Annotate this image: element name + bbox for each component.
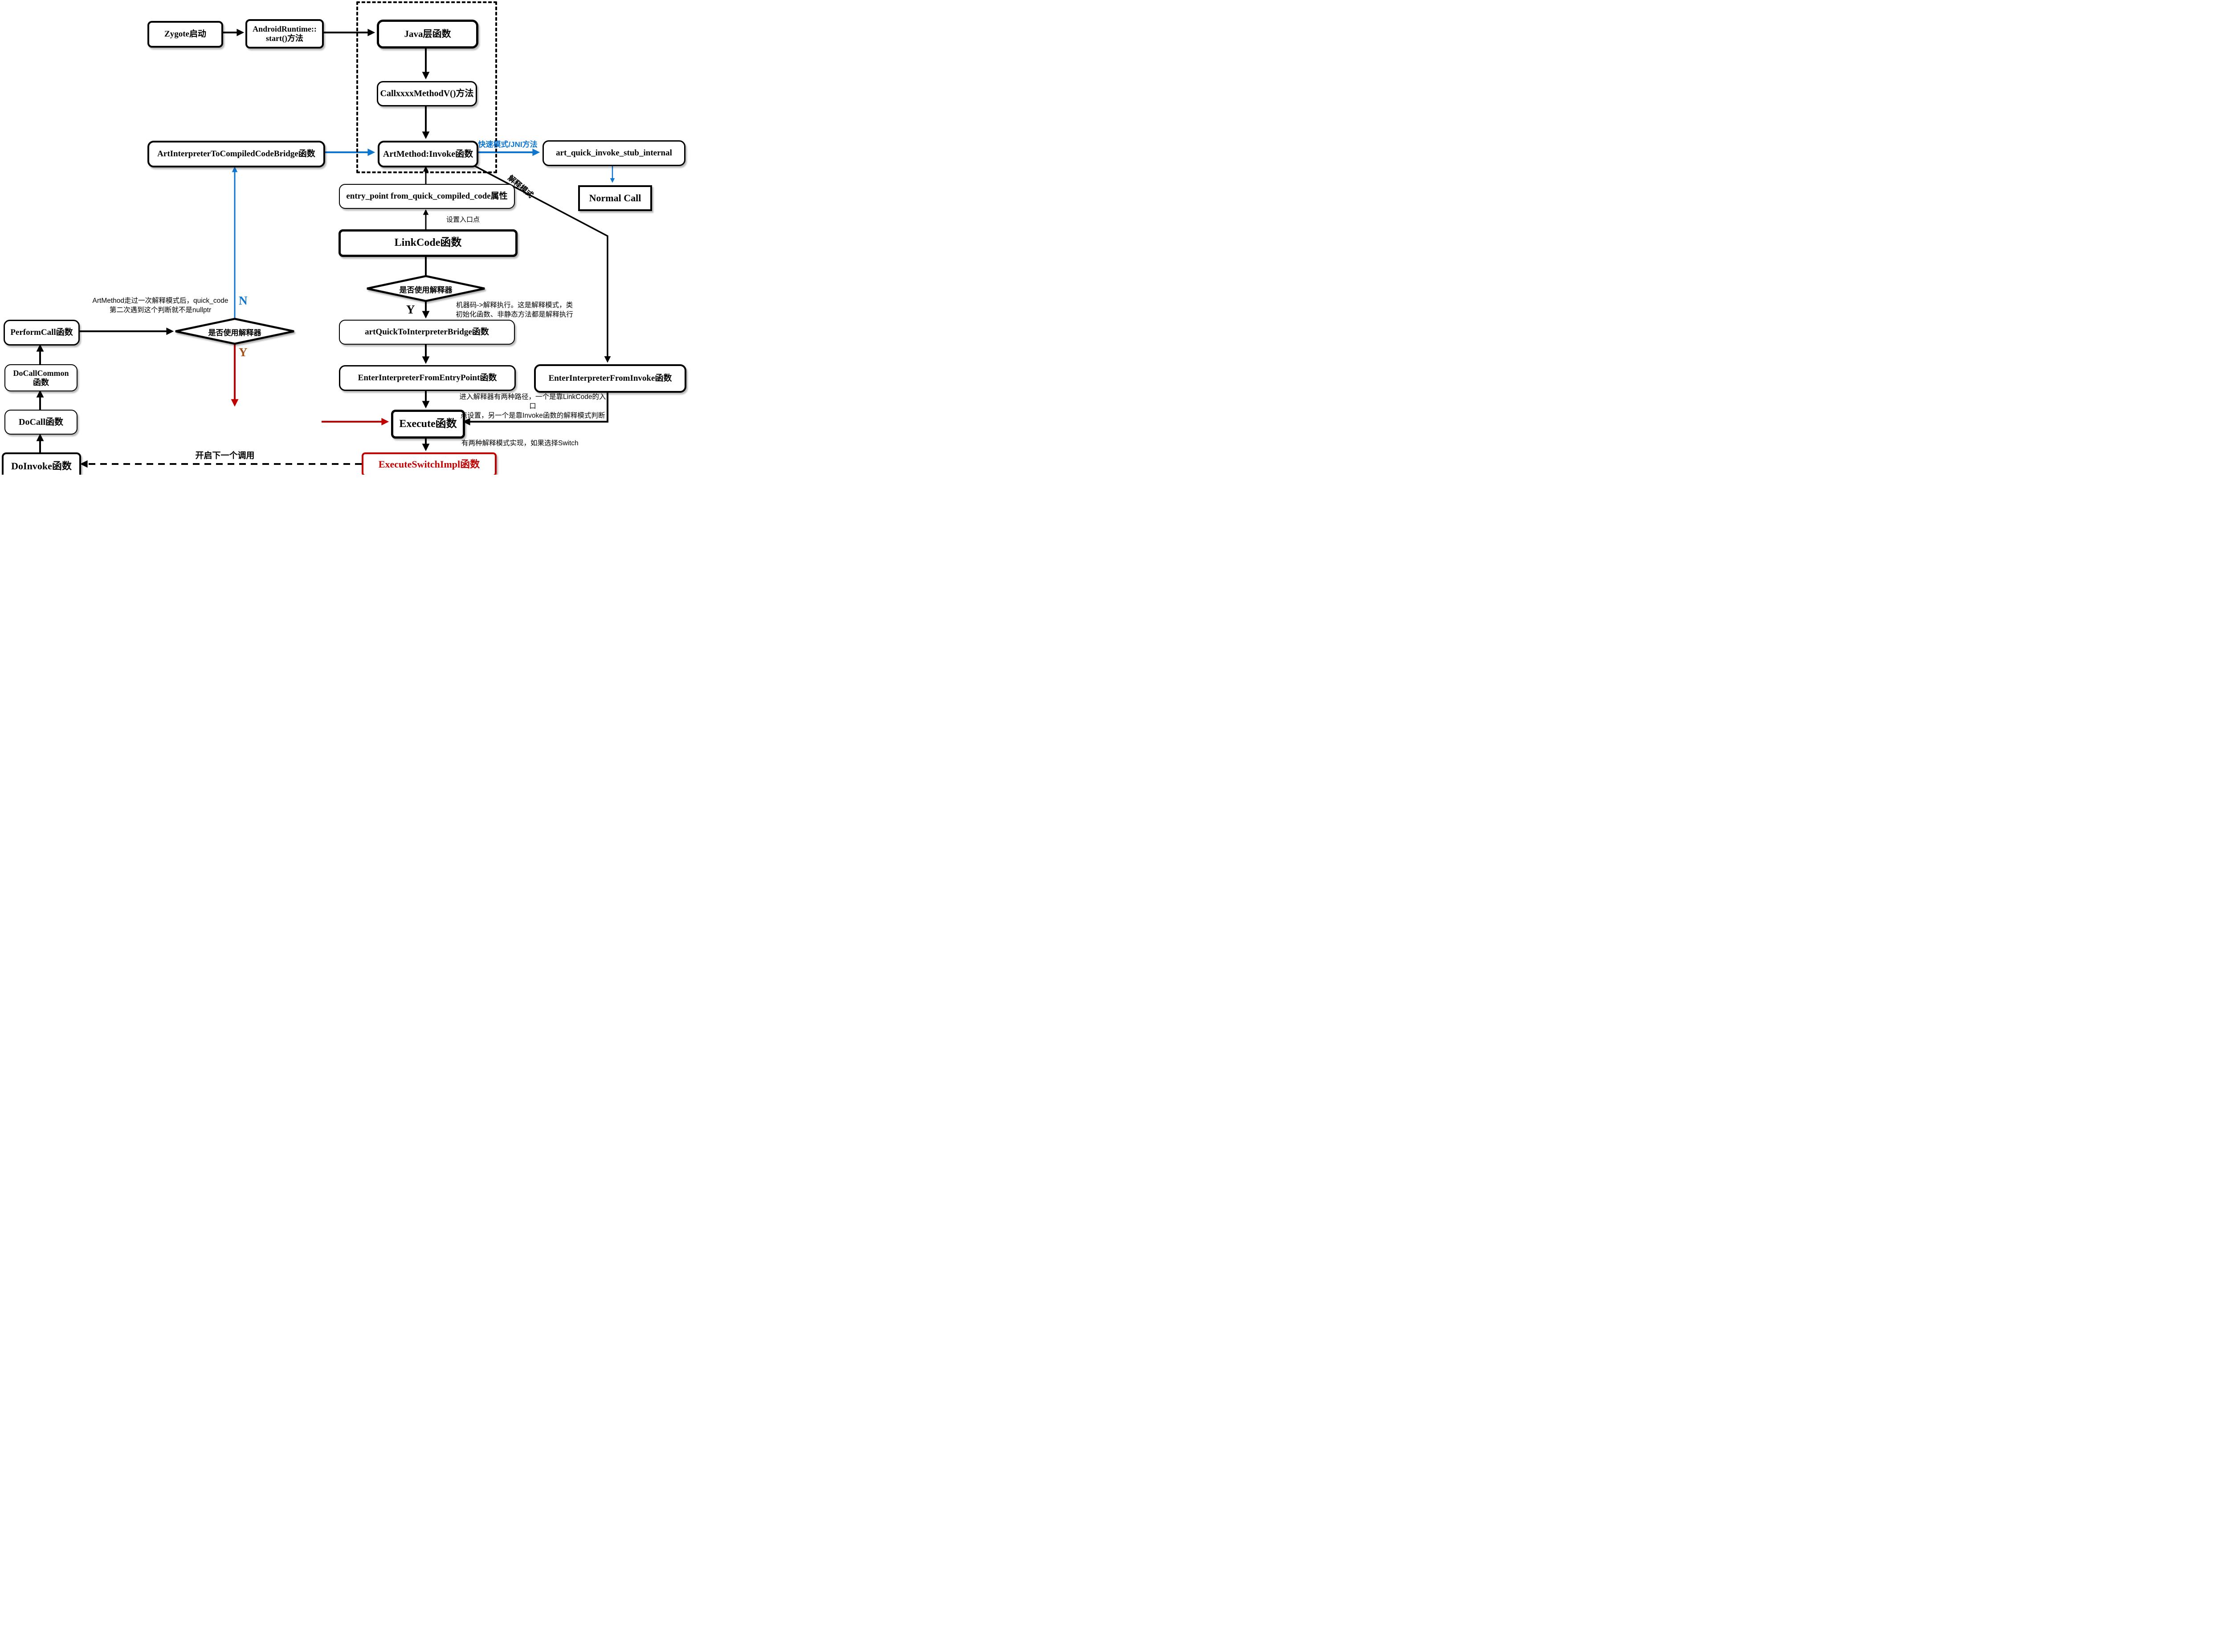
node-artinterpreter-to-compiledcodebridge: ArtInterpreterToCompiledCodeBridge函数 bbox=[147, 141, 325, 167]
node-artquicktointerpreterbridge: artQuickToInterpreterBridge函数 bbox=[339, 320, 515, 345]
node-performcall: PerformCall函数 bbox=[4, 320, 80, 346]
edge-label-yes-right: Y bbox=[406, 303, 415, 316]
arrow-enterfrominvoke-to-execute bbox=[462, 389, 608, 426]
node-entry-point-label: entry_point from_quick_compiled_code属性 bbox=[346, 191, 508, 201]
node-enterinterpreterfrominvoke-label: EnterInterpreterFromInvoke函数 bbox=[548, 374, 672, 383]
node-docall: DoCall函数 bbox=[4, 410, 77, 435]
edge-label-no-left: N bbox=[239, 294, 248, 307]
note-two-interpret-impls: 有两种解释模式实现，如果选择Switch bbox=[461, 439, 579, 447]
node-callxxxxmethodv: CallxxxxMethodV()方法 bbox=[377, 81, 477, 106]
dashed-boundary-box bbox=[356, 1, 497, 173]
note-machine-code-interpret: 机器码->解释执行。这是解释模式，类 初始化函数、非静态方法都是解释执行 bbox=[456, 301, 573, 318]
node-linkcode: LinkCode函数 bbox=[339, 229, 518, 257]
decision-use-interpreter-right bbox=[367, 275, 485, 302]
node-androidruntime-start-label: AndroidRuntime:: start()方法 bbox=[253, 24, 317, 43]
node-execute-label: Execute函数 bbox=[399, 418, 457, 430]
node-doinvoke-label: DoInvoke函数 bbox=[11, 460, 72, 472]
node-performcall-label: PerformCall函数 bbox=[10, 328, 73, 338]
node-java-layer: Java层函数 bbox=[377, 20, 478, 49]
node-execute: Execute函数 bbox=[391, 410, 465, 439]
node-artinterpreter-to-compiledcodebridge-label: ArtInterpreterToCompiledCodeBridge函数 bbox=[157, 149, 315, 159]
node-docallcommon-label: DoCallCommon 函数 bbox=[13, 368, 69, 387]
edge-label-next-call: 开启下一个调用 bbox=[195, 451, 255, 460]
node-zygote: Zygote启动 bbox=[147, 21, 223, 48]
node-callxxxxmethodv-label: CallxxxxMethodV()方法 bbox=[380, 89, 474, 98]
node-enterinterpreterfrominvoke: EnterInterpreterFromInvoke函数 bbox=[534, 364, 686, 393]
node-entry-point-from-quick-compiled-code: entry_point from_quick_compiled_code属性 bbox=[339, 184, 515, 209]
note-artmethod-quick-code: ArtMethod走过一次解释模式后，quick_code 第二次遇到这个判断就… bbox=[92, 297, 228, 314]
edge-label-set-entry-point: 设置入口点 bbox=[446, 216, 480, 224]
node-java-layer-label: Java层函数 bbox=[404, 28, 451, 40]
node-art-quick-invoke-stub-internal: art_quick_invoke_stub_internal bbox=[542, 140, 685, 166]
node-executeswitchimpl: ExecuteSwitchImpl函数 bbox=[362, 452, 497, 475]
node-docallcommon: DoCallCommon 函数 bbox=[4, 364, 77, 391]
node-normal-call: Normal Call bbox=[578, 185, 652, 211]
node-artmethod-invoke-label: ArtMethod:Invoke函数 bbox=[383, 149, 473, 159]
arrow-invoke-to-enterfrominvoke-interpret-mode bbox=[469, 162, 611, 363]
node-artmethod-invoke: ArtMethod:Invoke函数 bbox=[378, 141, 478, 167]
node-docall-label: DoCall函数 bbox=[19, 417, 63, 427]
edge-label-fast-mode-jni: 快速模式/JNI方法 bbox=[478, 140, 538, 149]
node-enterinterpreterfromentrypoint-label: EnterInterpreterFromEntryPoint函数 bbox=[358, 373, 497, 383]
node-linkcode-label: LinkCode函数 bbox=[394, 237, 462, 249]
decision-use-interpreter-left-label: 是否使用解释器 bbox=[208, 329, 261, 337]
flowchart-canvas: Zygote启动 AndroidRuntime:: start()方法 Java… bbox=[0, 0, 689, 475]
decision-use-interpreter-right-label: 是否使用解释器 bbox=[399, 286, 453, 294]
connector-layer bbox=[36, 28, 615, 468]
node-androidruntime-start: AndroidRuntime:: start()方法 bbox=[245, 19, 324, 49]
node-normal-call-label: Normal Call bbox=[589, 192, 641, 204]
node-doinvoke: DoInvoke函数 bbox=[2, 452, 81, 475]
node-art-quick-invoke-stub-internal-label: art_quick_invoke_stub_internal bbox=[556, 148, 672, 158]
node-artquicktointerpreterbridge-label: artQuickToInterpreterBridge函数 bbox=[365, 327, 489, 337]
node-enterinterpreterfromentrypoint: EnterInterpreterFromEntryPoint函数 bbox=[339, 365, 516, 391]
node-zygote-label: Zygote启动 bbox=[164, 29, 206, 39]
decision-use-interpreter-left bbox=[175, 317, 294, 345]
node-executeswitchimpl-label: ExecuteSwitchImpl函数 bbox=[378, 459, 480, 470]
edge-label-yes-left: Y bbox=[239, 346, 248, 359]
note-two-paths-into-interpreter: 进入解释器有两种路径，一个是靠LinkCode的入口 点设置，另一个是靠Invo… bbox=[459, 393, 606, 419]
